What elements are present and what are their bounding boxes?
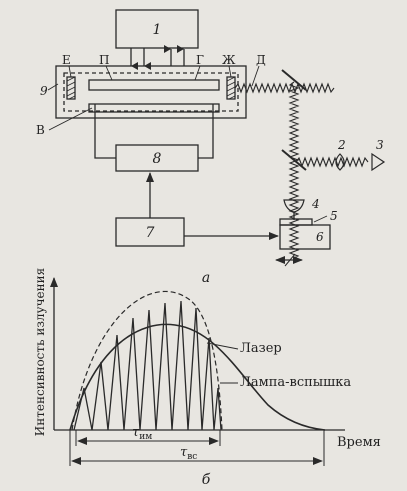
mirror-zh-hatch <box>226 76 236 100</box>
beam-horizontal <box>234 82 335 94</box>
lamp-flash-curve <box>69 323 326 431</box>
label-zh: Ж <box>222 53 236 67</box>
block-1-label: 1 <box>153 22 162 38</box>
label-e: Е <box>62 53 71 67</box>
label-g: Г <box>196 53 204 67</box>
leader-v <box>48 107 93 131</box>
beam-vertical <box>288 81 300 259</box>
caption-b: б <box>202 472 211 488</box>
diagram-b: Интенсивность излучения Время Лазер Ламп… <box>33 268 381 488</box>
wire-lamp-right <box>198 112 214 159</box>
leader-laser <box>206 342 239 350</box>
tau-im-label: τим <box>132 425 152 442</box>
leader-zh <box>228 65 232 78</box>
y-axis-label: Интенсивность излучения <box>33 268 47 436</box>
leader-5 <box>313 215 328 223</box>
leader-p <box>105 65 113 81</box>
element-5-workpiece <box>279 218 313 226</box>
tau-im-symbol: τ <box>132 425 140 440</box>
wire-lamp-left <box>94 112 116 159</box>
laser-envelope <box>71 290 223 431</box>
label-p: П <box>99 53 109 67</box>
active-rod <box>88 79 220 91</box>
label-v: В <box>36 123 45 137</box>
block-8-label: 8 <box>153 151 162 167</box>
tau-im-subscript: им <box>139 432 152 442</box>
leader-9 <box>47 83 59 91</box>
label-d: Д <box>256 53 266 67</box>
block-7-label: 7 <box>146 225 155 241</box>
tau-vs-label: τвс <box>180 445 197 462</box>
block-1 <box>115 9 199 49</box>
element-4-focusing-lens <box>283 199 305 213</box>
diagram-a: 1 <box>36 9 386 286</box>
tau-vs-subscript: вс <box>187 452 197 462</box>
tau-vs-symbol: τ <box>180 445 188 460</box>
caption-a: а <box>202 270 210 286</box>
element-6-table <box>279 224 331 250</box>
mirror-e-hatch <box>66 76 76 100</box>
element-3-detector <box>371 152 386 172</box>
table-motion-slash <box>284 253 296 267</box>
reflector-dashed <box>63 72 239 112</box>
flash-lamp <box>88 103 220 113</box>
leader-g <box>194 65 201 81</box>
label-4: 4 <box>311 197 320 211</box>
leader-d <box>251 65 260 87</box>
label-lamp: Лампа-вспышка <box>240 375 351 390</box>
label-3: 3 <box>376 138 384 152</box>
laser-housing-outer <box>55 65 247 119</box>
label-2: 2 <box>337 138 346 152</box>
label-6: 6 <box>316 230 324 244</box>
x-axis-label: Время <box>337 435 381 450</box>
label-9: 9 <box>40 84 48 98</box>
laser-spikes <box>73 300 222 431</box>
label-5: 5 <box>330 209 338 223</box>
turning-mirror-top <box>281 69 307 91</box>
element-2-lens <box>335 153 345 171</box>
leader-e <box>68 65 72 78</box>
beam-side <box>295 156 369 168</box>
label-laser: Лазер <box>240 341 282 356</box>
